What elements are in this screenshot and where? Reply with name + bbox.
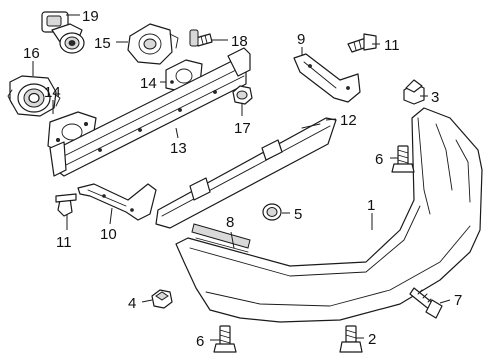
callout-17: 17 <box>234 120 251 137</box>
callout-6-lower: 6 <box>196 333 204 350</box>
part-9-side-bracket <box>293 53 361 103</box>
part-3-push-nut <box>403 79 425 105</box>
callout-labels: 19 15 18 16 14 14 9 11 3 17 12 13 6 1 5 … <box>23 8 462 350</box>
part-2-bolt <box>339 325 363 353</box>
part-16-sensor-holder <box>7 75 61 117</box>
part-6-bolt-upper <box>391 145 415 173</box>
callout-5: 5 <box>294 206 302 223</box>
part-11-clip-lower <box>55 193 77 217</box>
leader-lines <box>32 14 451 341</box>
callout-13: 13 <box>170 140 187 157</box>
callout-16: 16 <box>23 45 40 62</box>
callout-1: 1 <box>367 197 375 214</box>
callout-19: 19 <box>82 8 99 25</box>
part-12-energy-absorber <box>155 117 337 229</box>
part-10-lower-bracket <box>77 183 157 221</box>
callout-3: 3 <box>431 89 439 106</box>
callout-9: 9 <box>297 31 305 48</box>
callout-11-upper: 11 <box>384 37 400 54</box>
callout-12: 12 <box>340 112 357 129</box>
part-19-sensor <box>41 11 85 54</box>
callout-6-upper: 6 <box>375 151 383 168</box>
part-5-grommet <box>262 203 282 221</box>
part-4-nut <box>151 289 173 309</box>
callout-15: 15 <box>94 35 111 52</box>
callout-2: 2 <box>368 331 376 348</box>
part-13-reinforcement-beam <box>49 47 251 177</box>
callout-14-right: 14 <box>140 75 157 92</box>
part-6-bolt-lower <box>213 325 237 353</box>
callout-18: 18 <box>231 33 248 50</box>
callout-10: 10 <box>100 226 117 243</box>
callout-8: 8 <box>226 214 234 231</box>
part-1-bumper-cover <box>175 107 483 323</box>
callout-14-left: 14 <box>44 84 61 101</box>
part-18-bolt <box>189 29 213 47</box>
part-11-clip-upper <box>347 33 377 53</box>
part-7-bolt <box>409 287 443 319</box>
callout-4: 4 <box>128 295 136 312</box>
callout-11-lower: 11 <box>56 234 72 251</box>
part-15-bracket <box>127 23 179 65</box>
part-17-nut <box>232 85 253 105</box>
callout-7: 7 <box>454 292 462 309</box>
